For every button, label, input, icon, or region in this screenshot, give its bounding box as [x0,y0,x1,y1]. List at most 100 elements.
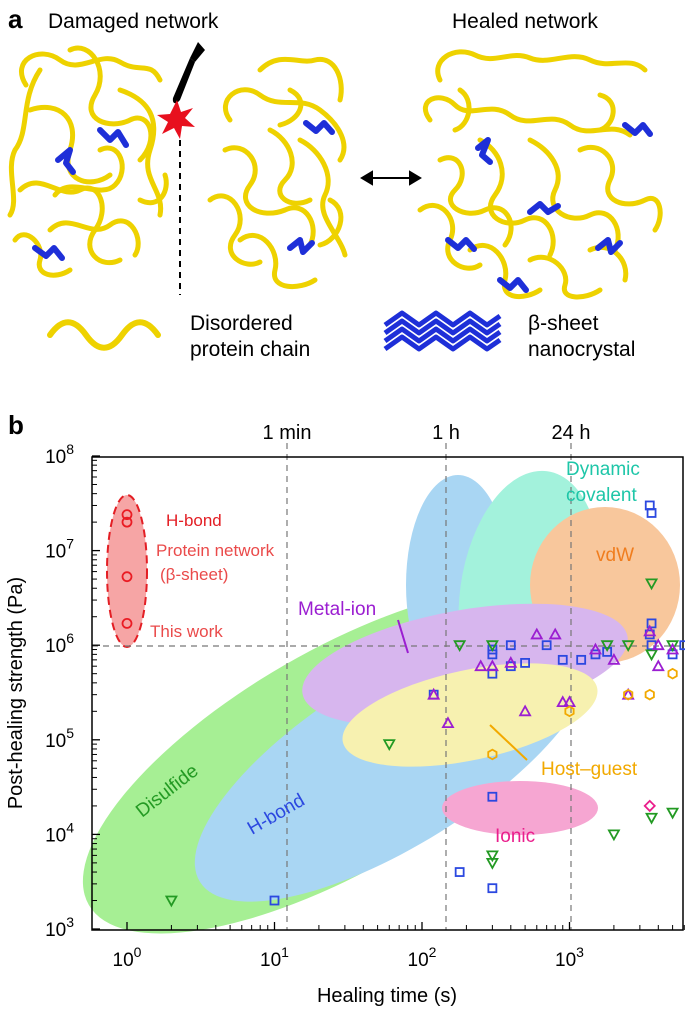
panel-b: b 10010110210310410510610310410510610710… [5,410,685,1007]
legend-chain-icon [47,319,161,351]
y-axis-title: Post-healing strength (Pa) [5,577,27,809]
region-host-guest [342,663,598,767]
legend-sheet-label-1: β-sheet [528,312,599,335]
point-metal-ion [556,695,570,708]
point-metal-ion [548,627,562,640]
point-metal-ion [427,687,441,700]
region-ionic [442,781,598,835]
point-disulfide [453,640,467,653]
double-arrow-icon [360,170,422,186]
x-tick-label: 103 [555,944,584,971]
y-tick-label: 107 [45,536,74,563]
point-metal-ion [518,704,532,717]
point-disulfide [485,857,499,870]
point-disulfide [645,578,659,591]
label-metal-ion: Metal-ion [298,599,376,620]
legend-chain-label-2: protein chain [190,338,310,361]
point-disulfide [645,812,659,825]
damaged-network-left-chains [7,45,169,278]
panel-a-letter: a [8,4,23,34]
y-tick-label: 104 [45,819,74,846]
host-guest-pointer [489,724,528,761]
point-metal-ion [666,642,680,655]
point-metal-ion [651,659,665,672]
point-metal-ion [474,659,488,672]
damaged-network-right-chains [207,56,348,290]
point-this-work [121,509,133,521]
data-points [121,500,685,908]
plot-frame [91,456,684,931]
point-metal-ion [485,659,499,672]
point-disulfide [382,739,396,751]
region-this-work [106,494,148,648]
cut-star-icon [157,100,195,139]
time-marker-24h: 24 h [552,422,591,444]
point-h-bond [679,640,685,651]
healed-network-title: Healed network [452,10,598,33]
point-disulfide [645,649,659,662]
point-host-guest [623,688,634,701]
x-tick-label: 100 [113,944,142,971]
legend-chain-label-1: Disordered [190,312,293,335]
point-disulfide [666,640,680,653]
metal-ion-pointer [397,619,409,654]
point-disulfide [485,640,499,653]
y-tick-label: 106 [45,630,74,657]
reference-lines [92,443,683,930]
point-this-work [121,617,133,629]
point-disulfide [621,640,635,653]
label-this-work: This work [150,622,223,641]
point-h-bond [487,644,498,655]
x-tick-label: 101 [260,944,289,971]
panel-a: a Damaged network Healed network [7,4,663,361]
beta-sheet-crystals [32,120,653,293]
label-host-guest: Host–guest [541,759,638,780]
legend-sheet-label-2: nanocrystal [528,338,635,361]
point-metal-ion [607,653,621,665]
legend-sheet-icon [383,310,502,352]
label-protein-network: Protein network [156,541,275,560]
point-host-guest [564,705,575,718]
point-h-bond [487,883,498,894]
time-marker-1min: 1 min [263,422,312,444]
point-h-bond [646,618,657,629]
point-host-guest [487,748,498,761]
point-h-bond [269,895,280,906]
point-h-bond [646,508,657,518]
label-ionic: Ionic [495,826,535,847]
point-h-bond [454,867,465,877]
label-beta-sheet: (β-sheet) [160,565,228,584]
point-host-guest [644,688,655,701]
y-tick-label: 105 [45,725,74,752]
knife-icon [172,42,205,104]
panel-b-letter: b [8,410,24,440]
point-disulfide [600,640,614,653]
point-this-work [121,516,133,528]
y-tick-label: 103 [45,914,74,941]
point-metal-ion [588,642,603,655]
point-h-bond [520,657,530,668]
point-metal-ion [651,638,665,651]
point-this-work [121,571,133,583]
point-metal-ion [530,627,544,640]
point-disulfide [485,850,499,863]
point-h-bond [557,654,568,665]
point-disulfide [607,829,621,842]
point-metal-ion [643,624,657,637]
label-h-bond-this-work: H-bond [166,511,222,530]
point-h-bond [541,640,552,651]
label-vdw: vdW [596,545,634,566]
label-dynamic-covalent-1: Dynamic [566,459,640,480]
point-ionic [643,799,657,813]
point-metal-ion [441,716,455,729]
x-tick-label: 102 [408,944,437,971]
point-metal-ion [504,656,518,668]
label-dynamic-covalent-2: covalent [566,485,637,506]
healed-network-chains [417,49,663,300]
x-axis-title: Healing time (s) [317,985,457,1007]
point-disulfide [164,895,178,908]
point-disulfide [666,807,680,820]
point-h-bond [576,654,587,665]
regions [82,470,680,934]
